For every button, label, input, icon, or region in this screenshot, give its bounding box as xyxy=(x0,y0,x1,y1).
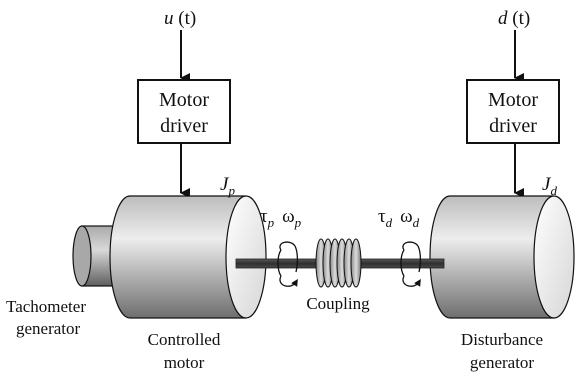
right-driver-line1: Motor xyxy=(488,89,538,111)
left-driver-line2: driver xyxy=(160,115,208,137)
left-driver-line1: Motor xyxy=(159,89,209,111)
tachometer-label-line1: Tachometer xyxy=(6,297,86,316)
controlled-motor-label-line2: motor xyxy=(164,353,205,372)
right-motor-driver-box xyxy=(466,79,560,144)
controlled-motor-body xyxy=(109,195,267,319)
right-shaft xyxy=(353,258,445,269)
right-input-label: d (t) xyxy=(498,8,530,29)
disturbance-generator-body xyxy=(429,195,575,319)
left-inertia-label: Jp xyxy=(220,174,235,198)
svg-text:d (t): d (t) xyxy=(498,8,530,29)
right-driver-line2: driver xyxy=(489,115,537,137)
left-rotation-indicator xyxy=(277,241,299,287)
tachometer-label-line2: generator xyxy=(16,319,81,338)
controlled-motor-label-line1: Controlled xyxy=(148,330,221,349)
disturbance-label-line1: Disturbance xyxy=(461,330,543,349)
svg-text:u (t): u (t) xyxy=(164,8,196,29)
left-input-label: u (t) xyxy=(164,8,196,29)
disturbance-label-line2: generator xyxy=(470,353,535,372)
right-rotation-indicator xyxy=(400,241,422,287)
coupling-label: Coupling xyxy=(306,294,370,313)
right-inertia-label: Jd xyxy=(542,174,557,198)
left-motor-driver-box xyxy=(137,79,231,144)
coupling-spring xyxy=(315,238,362,288)
